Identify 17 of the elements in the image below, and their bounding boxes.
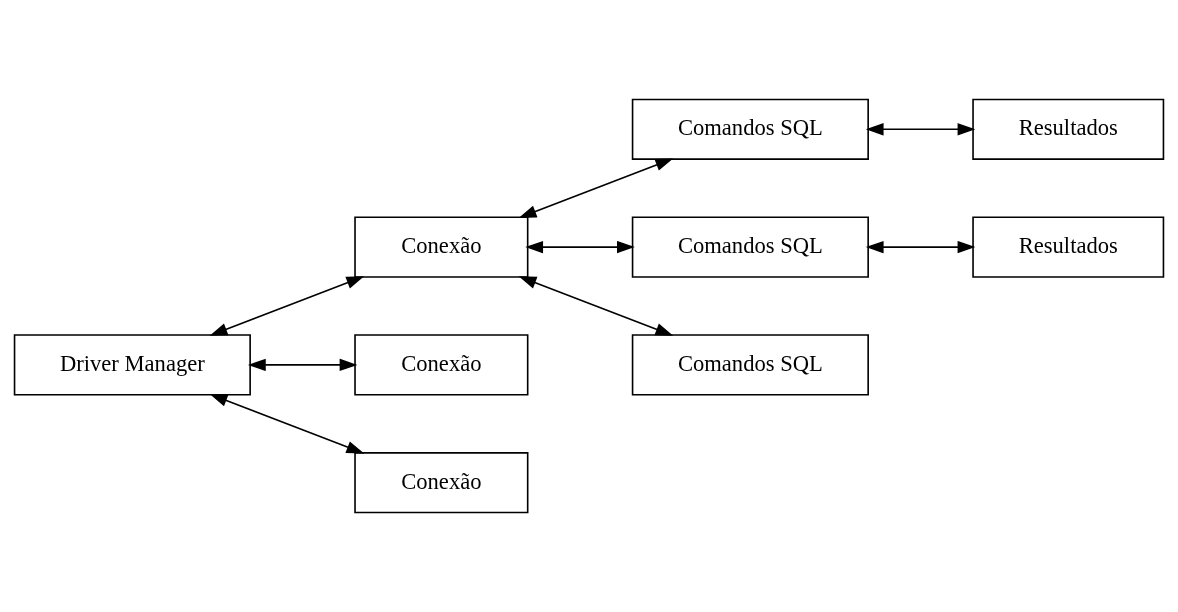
arrow <box>209 276 365 336</box>
node-box: Comandos SQL <box>631 98 869 160</box>
node-box: Driver Manager <box>13 334 251 396</box>
node-box: Conexão <box>354 334 529 396</box>
node-box: Comandos SQL <box>631 334 869 396</box>
arrow <box>865 240 976 254</box>
arrow <box>209 394 365 454</box>
arrow <box>248 358 358 372</box>
arrow <box>518 276 674 336</box>
node-box: Conexão <box>354 452 529 514</box>
node-box: Comandos SQL <box>631 216 869 278</box>
node-box: Conexão <box>354 216 529 278</box>
node-box: Resultados <box>972 216 1165 278</box>
node-box: Resultados <box>972 98 1165 160</box>
arrow <box>865 123 976 136</box>
arrow <box>518 158 674 218</box>
arrow <box>525 240 635 254</box>
